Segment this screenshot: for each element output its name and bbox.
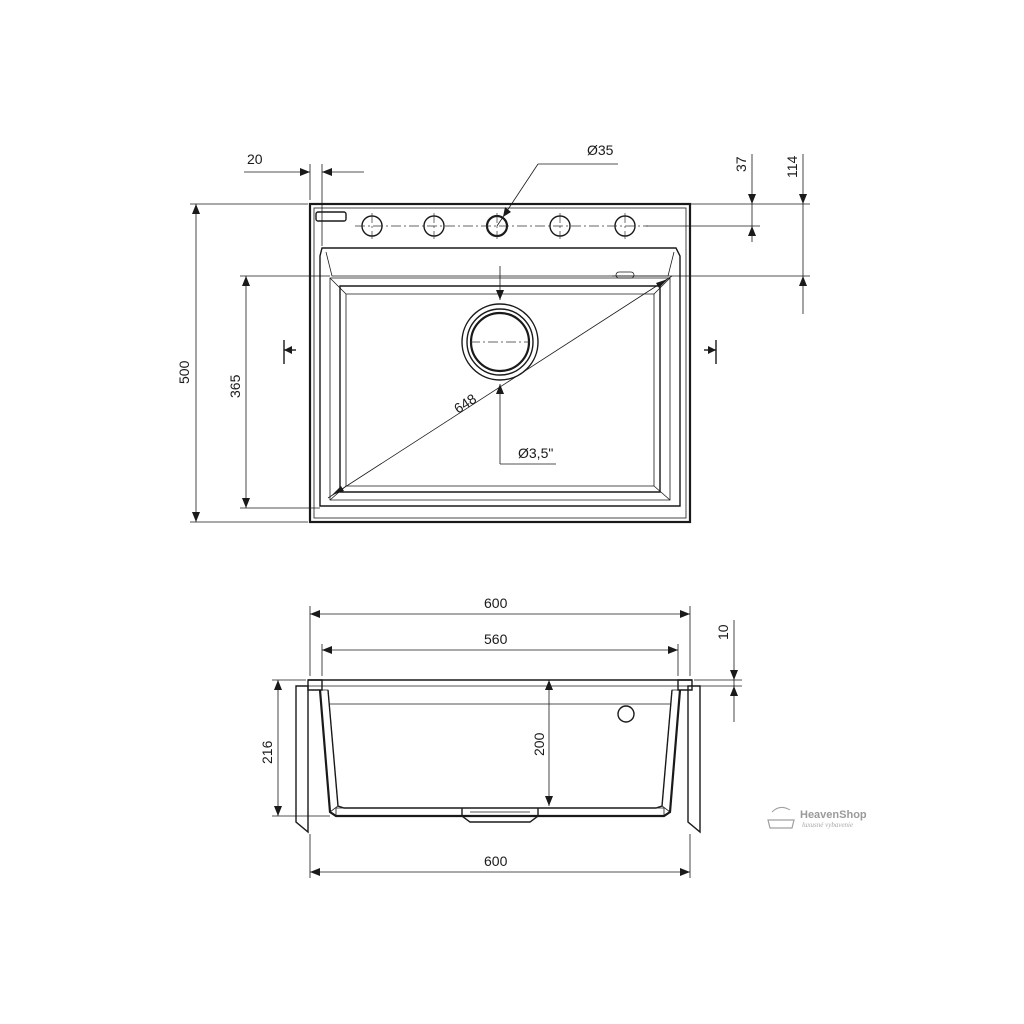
logo-name: HeavenShop	[800, 809, 867, 821]
dim-rim-thickness: 10	[715, 624, 731, 640]
dim-outer-width: 600	[484, 595, 508, 611]
bowl-wall-outer	[318, 689, 682, 818]
drain-body	[461, 808, 539, 823]
dim-edge-offset: 20	[247, 151, 263, 167]
overflow-hole	[617, 705, 635, 723]
dim-bowl-depth: 365	[227, 374, 243, 398]
dim-hole-row: 37	[733, 156, 749, 172]
dim-tap-hole-diameter: Ø35	[587, 142, 614, 158]
section-view: 600 560 10 200 216 600	[259, 595, 742, 878]
drain	[461, 303, 539, 381]
dim-diagonal: 648	[451, 390, 479, 416]
dim-drain-diameter: Ø3,5"	[518, 445, 553, 461]
heavenshop-logo: HeavenShop luxusné vybavenie	[767, 806, 867, 829]
dim-top-to-bowl: 114	[784, 155, 800, 178]
section-marker-left	[283, 340, 296, 364]
logo-tagline: luxusné vybavenie	[802, 821, 853, 829]
countertop-left	[295, 685, 309, 834]
bowl-bottom	[339, 285, 661, 493]
dim-overall-height: 216	[259, 740, 275, 764]
overflow-slot	[315, 211, 347, 222]
bowl-rim	[319, 247, 681, 507]
dim-bottom-width: 600	[484, 853, 508, 869]
top-view: 648 Ø3,5" 20 Ø35 37 114	[176, 142, 810, 524]
dim-inner-width: 560	[484, 631, 508, 647]
section-marker-right	[704, 340, 717, 364]
countertop-right	[687, 685, 701, 834]
tap-holes	[355, 213, 648, 239]
bathtub-icon	[767, 819, 795, 829]
sink-outline	[308, 202, 692, 524]
dim-bowl-height: 200	[531, 732, 547, 756]
dim-overall-depth: 500	[176, 360, 192, 384]
